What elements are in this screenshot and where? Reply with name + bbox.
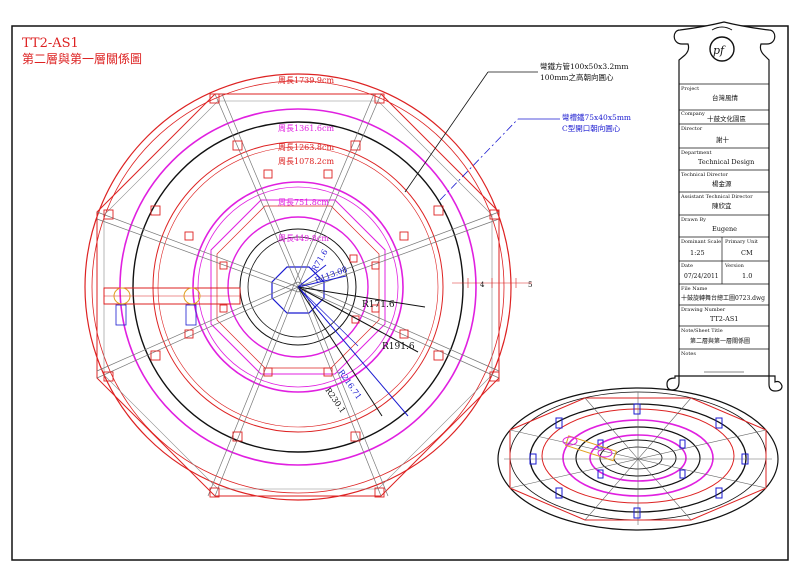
perimeter-1739: 周長1739.9cm [278,76,334,85]
tb-file-value: 十鼓旋轉舞台總工圖0723.dwg [681,294,765,302]
tube-note-2: 100mm之高朝向圓心 [540,72,614,82]
sheet-heading: 第二層與第一層關係圖 [22,52,142,66]
ring-751 [192,181,404,393]
tb-scale-value: 1:25 [690,249,705,257]
tb-version-value: 1.0 [742,272,752,280]
inner-octagon [210,199,386,375]
roller-left-1 [113,287,131,305]
dim-5: 5 [528,281,532,289]
outer-ring-2 [91,80,505,494]
tb-department-value: Technical Design [698,158,754,166]
tb-unit-label: Primary Unit [725,239,758,245]
radial-beams [96,93,500,497]
roller-left-2 [183,287,201,305]
tb-tech-director-label: Technical Director [681,172,728,178]
isometric-view [497,387,779,531]
perimeter-1263: 周長1263.8cm [278,143,334,152]
tb-drawing-value: TT2-AS1 [710,315,738,323]
tb-asst-director-label: Assistant Technical Director [680,194,753,200]
perimeter-1361: 周長1361.6cm [278,124,334,133]
tb-drawn-by-value: Eugene [712,225,737,233]
perimeter-1078: 周長1078.2cm [278,157,334,166]
tb-scale-label: Dominant Scale [681,239,721,245]
outer-ring-1 [84,73,512,501]
ring-core [247,236,349,338]
tb-notes-title-value: 第二層與第一層關係圖 [690,337,750,345]
ring-1078b [157,146,439,428]
tb-department-label: Department [681,150,711,156]
radius-230: R230.1 [323,386,347,415]
title-scroll-outline [666,21,783,392]
logo-badge [709,36,735,62]
logo-text: pf [713,44,726,57]
tb-director-label: Director [681,126,703,132]
tb-drawn-by-label: Drawn By [681,217,706,223]
tb-project-value: 台灣風情 [712,93,739,102]
sheet-code: TT2-AS1 [22,36,79,51]
title-block: pf Project 台灣風情 Company 十鼓文化園區 Director [666,21,783,392]
octagon-frame-outer [96,93,500,497]
dim-4: 4 [480,281,485,289]
perimeter-449: 周長449.8cm [278,234,329,243]
tb-project-label: Project [681,86,699,92]
tb-date-label: Date [681,263,693,269]
tb-date-value: 07/24/2011 [684,273,719,280]
radius-191: R191.6 [382,342,415,352]
tb-notes-label: Notes [681,351,696,357]
tb-file-label: File Name [681,286,707,292]
radius-171: R171.6 [362,300,395,310]
tb-version-label: Version [724,263,745,269]
ring-1078 [152,141,444,433]
perimeter-751: 周長751.8cm [278,198,329,207]
tube-note-1: 彎鐵方管100x50x3.2mm [540,61,628,71]
tb-company-value: 十鼓文化園區 [707,114,747,123]
ring-449b [239,228,357,346]
channel-note-1: 彎槽鐵75x40x5mm [562,112,631,122]
tb-drawing-label: Drawing Number [681,307,726,313]
tb-company-label: Company [681,111,705,117]
ring-1361 [119,108,477,466]
brackets [103,93,500,498]
tb-asst-director-value: 陳欣宜 [712,201,732,210]
tb-notes-title-label: Note/Sheet Title [681,328,723,334]
channel-note-2: C型開口朝向圓心 [562,123,621,133]
ring-449 [227,216,369,358]
tb-unit-value: CM [741,249,753,257]
tb-director-value: 謝十 [716,135,730,144]
tb-tech-director-value: 楊金源 [712,179,732,188]
sheet-border [11,25,789,561]
ring-751b [197,186,399,388]
plan-view: 4 5 周長1739.9cm 周長136 [84,61,631,501]
center-octagon [271,266,325,314]
ring-1263 [132,121,464,453]
